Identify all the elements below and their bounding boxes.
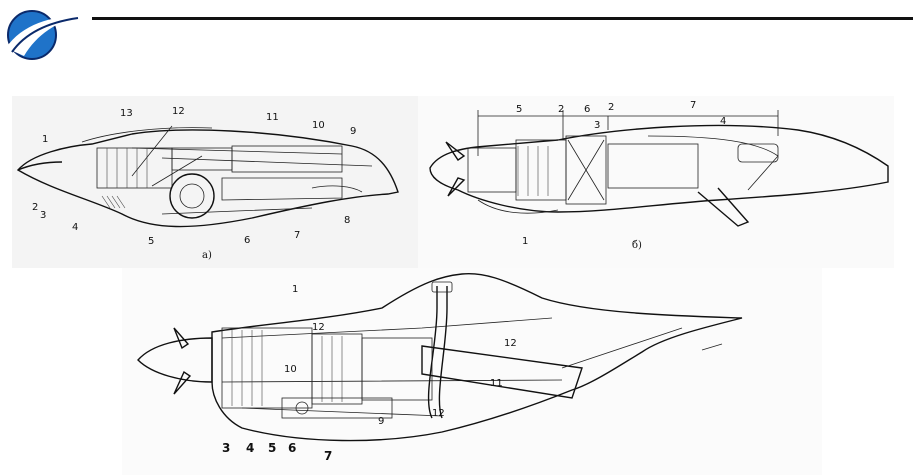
logo bbox=[2, 4, 82, 60]
label-c-6: 6 bbox=[288, 441, 296, 455]
label-c-9: 9 bbox=[378, 416, 384, 427]
figure-c: 1 12 10 12 11 12 3 4 5 6 7 9 bbox=[122, 268, 822, 475]
label-c-12b: 12 bbox=[504, 338, 517, 349]
label-b-2b: 2 bbox=[608, 102, 614, 113]
figure-b: 5 2 6 2 7 3 4 1 б) bbox=[418, 96, 894, 268]
label-c-1: 1 bbox=[292, 284, 298, 295]
label-b-6: 6 bbox=[584, 104, 590, 115]
label-a-9: 9 bbox=[350, 126, 356, 137]
figure-a: 1 2 3 4 5 6 7 8 9 10 11 12 13 а) bbox=[12, 96, 422, 268]
label-a-3: 3 bbox=[40, 210, 46, 221]
logo-icon bbox=[6, 10, 80, 60]
label-a-1: 1 bbox=[42, 134, 48, 145]
header-rule bbox=[92, 17, 913, 20]
label-c-10: 10 bbox=[284, 364, 297, 375]
label-b-3: 3 bbox=[594, 120, 600, 131]
label-a-6: 6 bbox=[244, 235, 250, 246]
caption-b: б) bbox=[632, 240, 642, 251]
label-a-13: 13 bbox=[120, 108, 133, 119]
label-a-8: 8 bbox=[344, 215, 350, 226]
label-c-5: 5 bbox=[268, 441, 276, 455]
label-b-5: 5 bbox=[516, 104, 522, 115]
label-c-3: 3 bbox=[222, 441, 230, 455]
label-a-7: 7 bbox=[294, 230, 300, 241]
label-a-12: 12 bbox=[172, 106, 185, 117]
label-b-1: 1 bbox=[522, 236, 528, 247]
label-c-12c: 12 bbox=[432, 408, 445, 419]
label-a-5: 5 bbox=[148, 236, 154, 247]
label-a-4: 4 bbox=[72, 222, 78, 233]
label-b-7: 7 bbox=[690, 100, 696, 111]
label-b-4: 4 bbox=[720, 116, 726, 127]
label-c-7: 7 bbox=[324, 449, 332, 463]
label-a-2: 2 bbox=[32, 202, 38, 213]
label-c-4: 4 bbox=[246, 441, 254, 455]
label-a-11: 11 bbox=[266, 112, 279, 123]
label-c-12a: 12 bbox=[312, 322, 325, 333]
label-b-2: 2 bbox=[558, 104, 564, 115]
label-a-10: 10 bbox=[312, 120, 325, 131]
caption-a: а) bbox=[202, 250, 212, 261]
label-c-11: 11 bbox=[490, 378, 503, 389]
